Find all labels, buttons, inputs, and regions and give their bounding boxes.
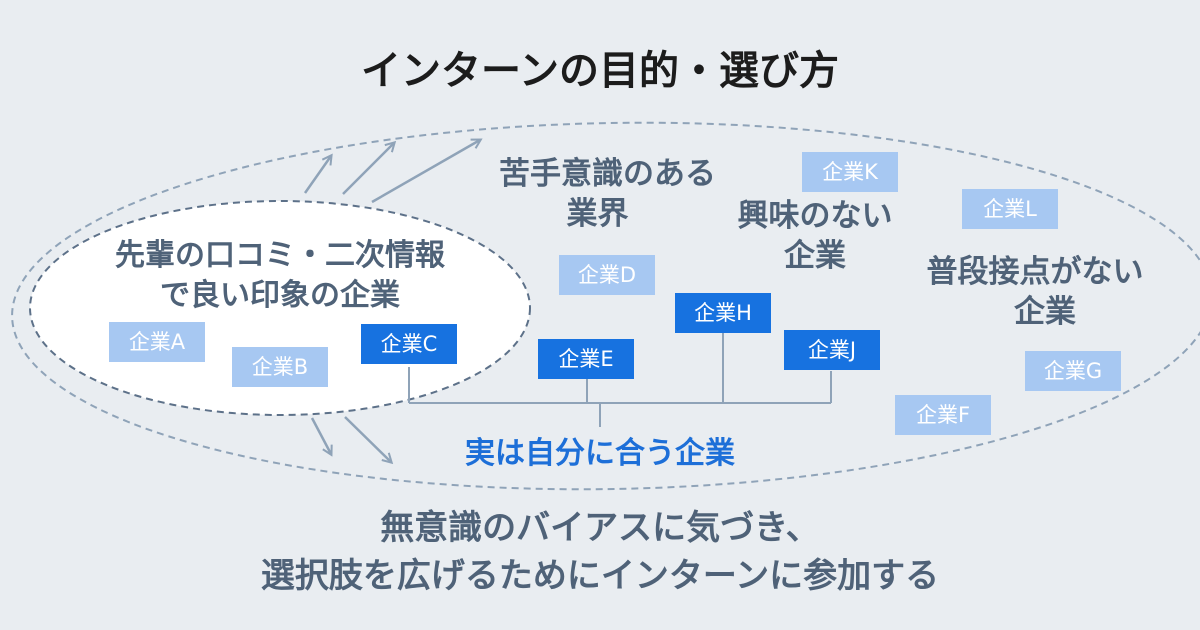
- company-badge-a: 企業A: [109, 322, 205, 362]
- company-badge-l: 企業L: [962, 189, 1058, 229]
- no-interest-label-line2: 企業: [784, 238, 846, 274]
- weak-industry-label-line1: 苦手意識のある: [499, 156, 716, 192]
- no-contact-label-line1: 普段接点がない: [926, 254, 1144, 290]
- bottom-message-line1: 無意識のバイアスに気づき、: [380, 508, 820, 548]
- company-badge-e: 企業E: [538, 339, 634, 379]
- company-badge-f: 企業F: [895, 395, 991, 435]
- inner-group-label-line1: 先輩の口コミ・二次情報: [115, 238, 445, 273]
- company-badge-b: 企業B: [232, 347, 328, 387]
- arrow-down-1: [310, 417, 331, 454]
- no-contact-label-line2: 企業: [1014, 294, 1076, 330]
- match-label: 実は自分に合う企業: [465, 436, 735, 471]
- company-badge-j: 企業J: [784, 330, 880, 370]
- company-badge-g: 企業G: [1025, 351, 1121, 391]
- arrow-up-2: [342, 143, 394, 195]
- bottom-message-line2: 選択肢を広げるためにインターンに参加する: [260, 556, 940, 596]
- arrow-up-3: [371, 140, 480, 204]
- company-badge-k: 企業K: [802, 152, 898, 192]
- weak-industry-label: 苦手意識のある 業界: [470, 154, 745, 234]
- weak-industry-label-line2: 業界: [566, 196, 629, 232]
- no-interest-label: 興味のない 企業: [710, 196, 920, 276]
- arrow-down-2: [344, 416, 391, 462]
- inner-group-label-line2: で良い印象の企業: [160, 278, 400, 313]
- company-badge-c: 企業C: [361, 324, 457, 364]
- company-badge-h: 企業H: [675, 293, 771, 333]
- page-title: インターンの目的・選び方: [361, 48, 839, 94]
- no-contact-label: 普段接点がない 企業: [895, 252, 1175, 332]
- inner-group-label: 先輩の口コミ・二次情報 で良い印象の企業: [90, 236, 470, 316]
- no-interest-label-line1: 興味のない: [737, 198, 893, 234]
- company-badge-d: 企業D: [559, 255, 655, 295]
- match-bracket: [408, 329, 832, 427]
- arrow-up-1: [303, 156, 331, 194]
